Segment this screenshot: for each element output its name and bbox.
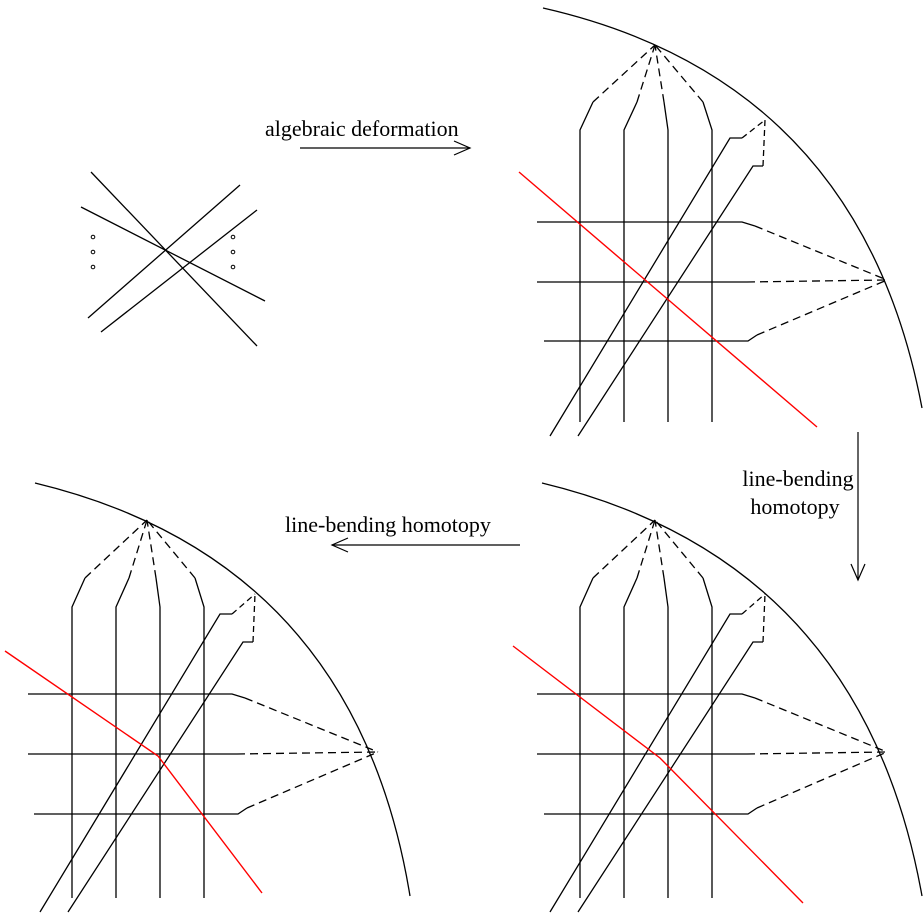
panel-bottom-left: [4, 482, 411, 913]
diagonal-lines: [549, 613, 763, 913]
vertical-lines: [579, 577, 713, 898]
horizontal-lines: [537, 221, 758, 342]
red-bent-line: [512, 645, 804, 904]
diagonal-lines: [549, 137, 763, 437]
arrow-line-bending-down: [850, 432, 866, 582]
ellipsis-dots-left: [90, 234, 96, 270]
label-line-bending-homotopy: line-bending homotopy: [285, 512, 491, 537]
red-bent-line: [4, 650, 263, 894]
horizontal-lines: [537, 693, 758, 815]
circle-arc: [541, 482, 923, 897]
vertical-lines: [579, 101, 713, 422]
label-algebraic-deformation: algebraic deformation: [265, 116, 459, 141]
central-line: [90, 171, 258, 347]
dashed-to-horizontal-point: [746, 697, 888, 809]
dashed-to-horizontal-point: [746, 225, 888, 336]
arrow-line-bending-left: [330, 537, 520, 553]
ellipsis-dots-right: [230, 234, 236, 270]
central-line: [87, 184, 241, 319]
dashed-to-diagonal-point: [741, 593, 766, 643]
panel-top-right: [518, 7, 923, 437]
dashed-to-diagonal-point: [741, 119, 766, 167]
horizontal-lines: [28, 693, 248, 815]
circle-arc: [542, 7, 923, 409]
label-line-bending-right-1: line-bending: [742, 466, 854, 491]
label-line-bending-right-2: homotopy: [750, 494, 840, 519]
panel-bottom-right: [512, 482, 923, 913]
dashed-to-horizontal-point: [236, 697, 379, 809]
central-line: [100, 209, 258, 333]
dashed-to-vertical-point: [592, 519, 704, 579]
red-line: [518, 171, 818, 428]
dashed-to-vertical-point: [592, 44, 704, 103]
dashed-to-vertical-point: [84, 519, 196, 579]
dashed-to-diagonal-point: [231, 593, 256, 643]
central-line: [80, 206, 266, 302]
circle-arc: [34, 482, 411, 897]
central-arrangement: [80, 171, 266, 347]
diagonal-lines: [39, 613, 253, 913]
arrow-algebraic-deformation: [300, 140, 472, 156]
vertical-lines: [71, 577, 205, 898]
